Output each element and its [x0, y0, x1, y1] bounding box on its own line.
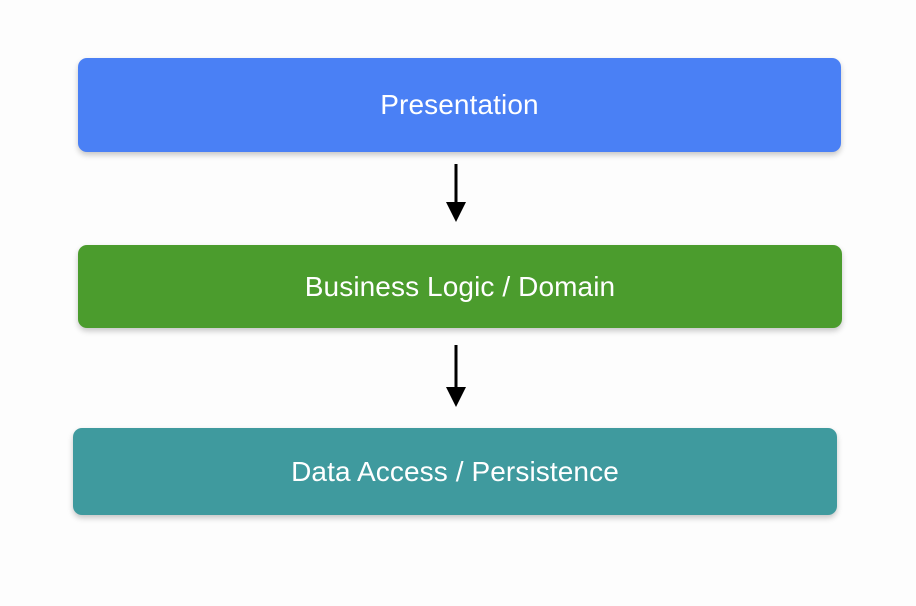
down-arrow-icon: [446, 345, 466, 407]
down-arrow-icon: [446, 164, 466, 222]
layer-box-data-access[interactable]: Data Access / Persistence: [73, 428, 837, 515]
layer-box-business-logic[interactable]: Business Logic / Domain: [78, 245, 842, 328]
arrow-presentation-to-business: [432, 160, 480, 224]
layer-label-presentation: Presentation: [380, 89, 539, 120]
arrow-business-to-data: [432, 340, 480, 410]
layer-label-business-logic: Business Logic / Domain: [304, 270, 616, 302]
layer-label-data-access: Data Access / Persistence: [291, 455, 619, 487]
layer-box-presentation[interactable]: Presentation: [78, 58, 841, 152]
